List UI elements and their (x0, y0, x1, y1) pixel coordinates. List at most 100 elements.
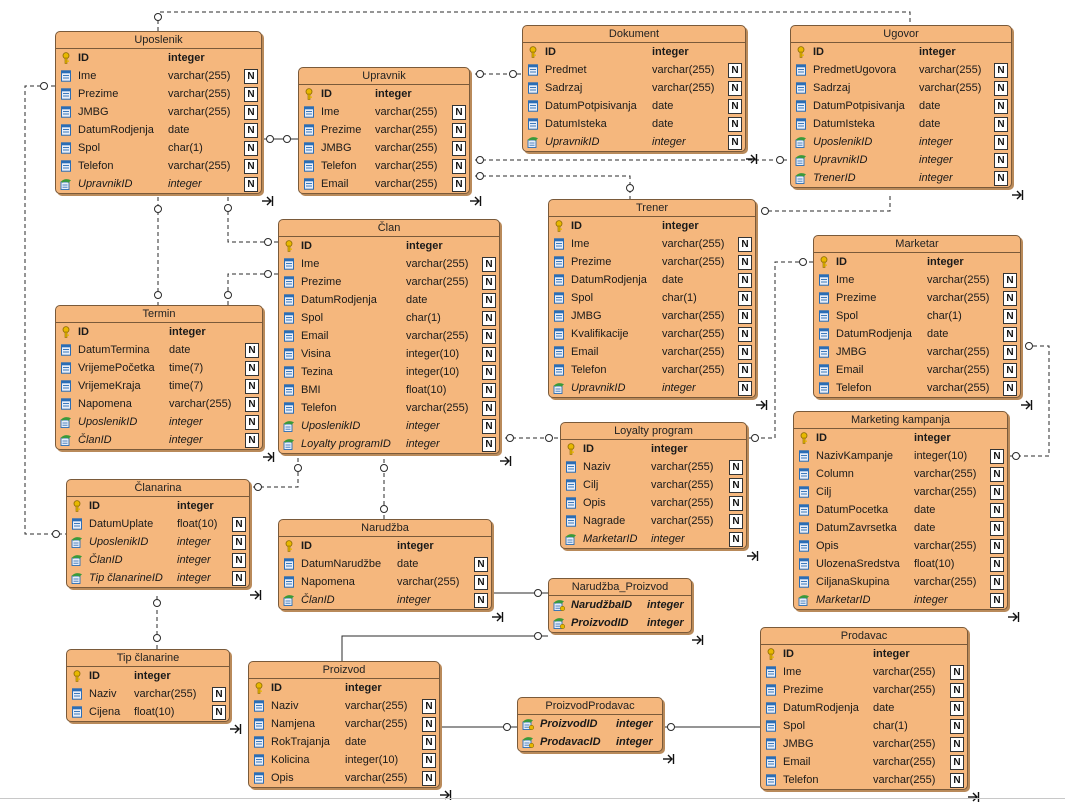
resize-handle-icon[interactable] (469, 195, 483, 207)
relationship-line[interactable] (227, 273, 278, 305)
resize-handle-icon[interactable] (229, 723, 243, 735)
resize-handle-icon[interactable] (691, 634, 705, 646)
relationship-line[interactable] (157, 11, 911, 31)
resize-handle-icon[interactable] (755, 399, 769, 411)
relationship-line[interactable] (754, 193, 891, 212)
relationship-line[interactable] (745, 261, 813, 439)
resize-handle-icon[interactable] (261, 195, 275, 207)
resize-handle-icon[interactable] (1020, 399, 1034, 411)
resize-handle-icon[interactable] (662, 753, 676, 765)
resize-handle-icon[interactable] (1007, 611, 1021, 623)
